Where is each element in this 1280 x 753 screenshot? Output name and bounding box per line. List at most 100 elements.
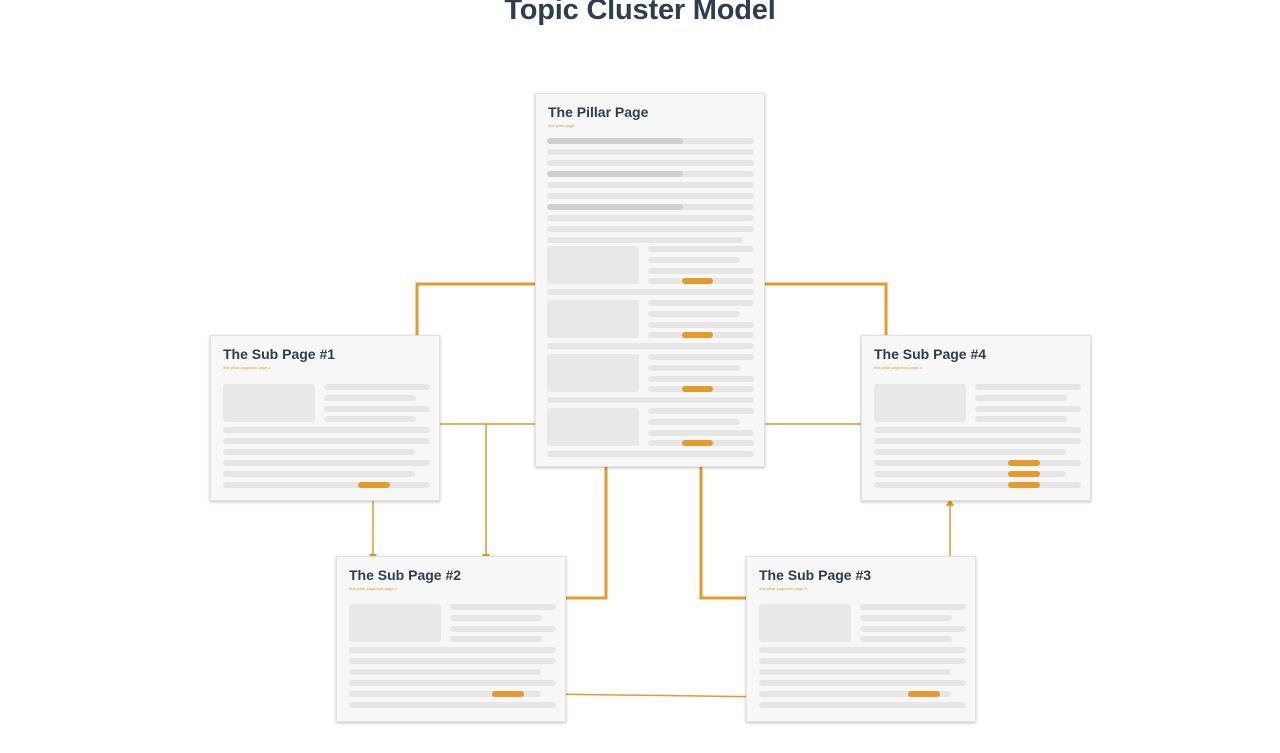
link-button (1008, 460, 1040, 466)
text-line (349, 680, 556, 686)
text-line (648, 408, 754, 414)
image-placeholder (547, 354, 639, 392)
link-button (682, 278, 713, 284)
text-line (648, 257, 740, 263)
text-line (547, 215, 754, 221)
text-line (874, 438, 1081, 444)
sub-page-4-url: /the-pillar-page/sub-page-4 (874, 365, 923, 370)
image-placeholder (223, 384, 315, 422)
image-placeholder (349, 604, 441, 642)
text-line (324, 406, 430, 412)
text-line (547, 193, 754, 199)
link-pillar-sub4 (765, 282, 888, 336)
heading-line (547, 138, 683, 144)
text-line (547, 149, 754, 155)
text-line (547, 343, 754, 349)
text-line (349, 658, 556, 664)
text-line (648, 322, 754, 328)
text-line (648, 430, 754, 436)
sub-page-2-card: The Sub Page #2 /the-pillar-page/sub-pag… (336, 556, 566, 722)
text-line (860, 636, 952, 642)
text-line (349, 669, 541, 675)
link-button (682, 440, 713, 446)
text-line (874, 449, 1066, 455)
text-line (874, 482, 1081, 488)
text-line (648, 419, 740, 425)
link-button (1008, 482, 1040, 488)
link-pillar-sub1 (415, 282, 535, 336)
text-line (648, 268, 754, 274)
text-line (223, 438, 430, 444)
text-line (759, 702, 966, 708)
sub-page-2-title: The Sub Page #2 (349, 567, 462, 583)
text-line (975, 406, 1081, 412)
text-line (450, 604, 556, 610)
text-line (975, 384, 1081, 390)
text-line (223, 460, 430, 466)
pillar-page-url: /the-pillar-page (548, 123, 575, 128)
link-button (908, 691, 940, 697)
text-line (759, 669, 951, 675)
link-button (682, 332, 713, 338)
text-line (874, 427, 1081, 433)
image-placeholder (547, 408, 639, 446)
text-line (547, 160, 754, 166)
text-line (759, 647, 966, 653)
text-line (349, 691, 541, 697)
link-pillar-sub3 (699, 467, 746, 600)
text-line (547, 451, 754, 457)
text-line (759, 691, 951, 697)
text-line (450, 615, 542, 621)
text-line (874, 460, 1081, 466)
sub-page-1-title: The Sub Page #1 (223, 346, 336, 362)
link-button (358, 482, 390, 488)
text-line (860, 626, 966, 632)
text-line (223, 427, 430, 433)
text-line (547, 397, 754, 403)
pillar-page-card: The Pillar Page /the-pillar-page (535, 93, 765, 467)
heading-line (547, 204, 683, 210)
text-line (450, 636, 542, 642)
text-line (547, 182, 754, 188)
sub-page-2-url: /the-pillar-page/sub-page-2 (349, 586, 398, 591)
text-line (324, 416, 416, 422)
link-button (682, 386, 713, 392)
text-line (648, 311, 740, 317)
sub-page-3-url: /the-pillar-page/sub-page-3 (759, 586, 808, 591)
text-line (874, 471, 1066, 477)
text-line (223, 482, 430, 488)
link-button (492, 691, 524, 697)
text-line (975, 416, 1067, 422)
text-line (547, 226, 754, 232)
sub-page-3-card: The Sub Page #3 /the-pillar-page/sub-pag… (746, 556, 976, 722)
text-line (759, 680, 966, 686)
text-line (648, 246, 754, 252)
text-line (547, 289, 754, 295)
text-line (975, 395, 1067, 401)
sub-page-3-title: The Sub Page #3 (759, 567, 872, 583)
sub-page-1-url: /the-pillar-page/sub-page-1 (223, 365, 272, 370)
link-button (1008, 471, 1040, 477)
text-line (324, 384, 430, 390)
text-line (547, 237, 743, 243)
arrow-sub2-to-sub3 (544, 692, 774, 701)
link-pillar-sub2 (566, 467, 608, 600)
image-placeholder (759, 604, 851, 642)
image-placeholder (547, 246, 639, 284)
text-line (324, 395, 416, 401)
image-placeholder (547, 300, 639, 338)
text-line (349, 702, 556, 708)
text-line (860, 615, 952, 621)
text-line (759, 658, 966, 664)
text-line (223, 471, 415, 477)
sub-page-4-title: The Sub Page #4 (874, 346, 987, 362)
text-line (860, 604, 966, 610)
text-line (648, 376, 754, 382)
text-line (648, 300, 754, 306)
text-line (648, 354, 754, 360)
diagram-title: Topic Cluster Model (504, 0, 776, 26)
text-line (349, 647, 556, 653)
sub-page-4-card: The Sub Page #4 /the-pillar-page/sub-pag… (861, 335, 1091, 501)
image-placeholder (874, 384, 966, 422)
heading-line (547, 171, 683, 177)
